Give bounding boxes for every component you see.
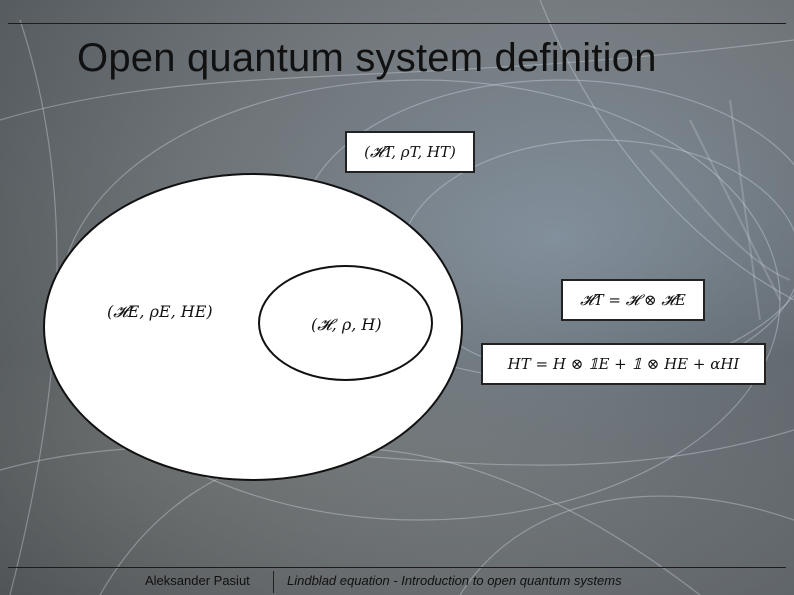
hamiltonian-box: HT = H ⊗ 𝟙E + 𝟙 ⊗ HE + αHI (481, 343, 766, 385)
footer-author: Aleksander Pasiut (145, 573, 250, 588)
total-system-box: (𝓗T, ρT, HT) (345, 131, 475, 173)
environment-label: (𝓗E, ρE, HE) (107, 302, 213, 321)
total-system-label: (𝓗T, ρT, HT) (364, 143, 456, 161)
footer-course-title: Lindblad equation - Introduction to open… (287, 573, 622, 588)
hamiltonian-equation: HT = H ⊗ 𝟙E + 𝟙 ⊗ HE + αHI (507, 355, 740, 373)
bottom-rule (8, 567, 786, 568)
hilbert-space-box: 𝓗T = 𝓗 ⊗ 𝓗E (561, 279, 705, 321)
hilbert-space-equation: 𝓗T = 𝓗 ⊗ 𝓗E (580, 291, 686, 309)
top-rule (8, 23, 786, 24)
footer-separator (273, 571, 274, 593)
system-label: (𝓗, ρ, H) (311, 315, 382, 334)
system-ellipse (258, 265, 433, 381)
slide-title: Open quantum system definition (77, 36, 657, 80)
